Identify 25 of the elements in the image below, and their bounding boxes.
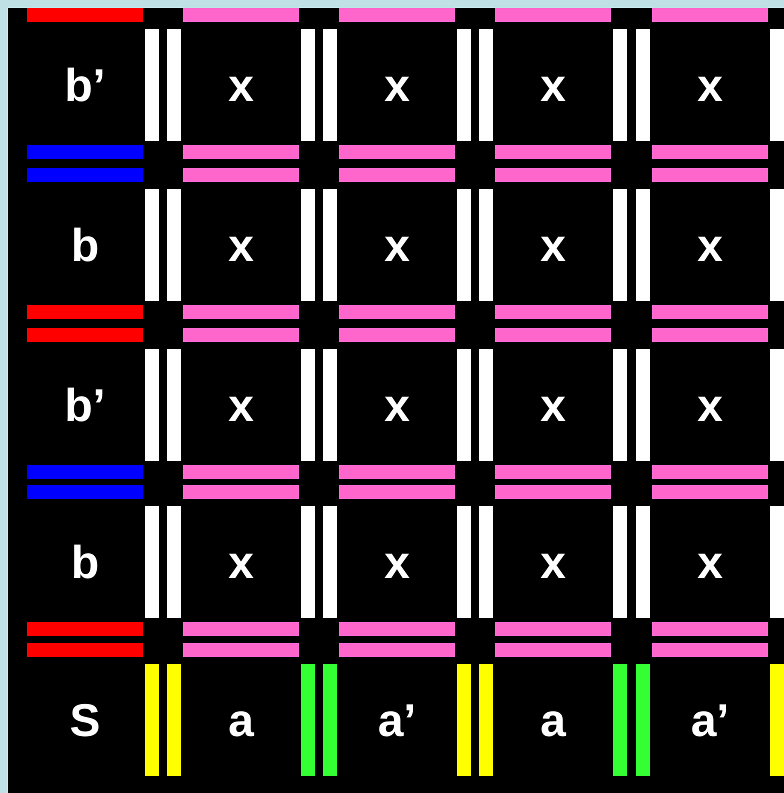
tile-label: x [697, 222, 723, 268]
tile-label: a [540, 697, 566, 743]
tile-label: x [228, 382, 254, 428]
tile-label: x [697, 62, 723, 108]
tile-label: b [70, 222, 100, 268]
tile-label: x [540, 222, 566, 268]
tile-label: b [70, 539, 100, 585]
tile-label: x [384, 539, 410, 585]
tile-label: x [540, 382, 566, 428]
tile-label: x [228, 62, 254, 108]
tile-label: x [384, 222, 410, 268]
tile-label: b’ [64, 382, 106, 428]
tile-label: a’ [378, 697, 416, 743]
tile-label: x [384, 62, 410, 108]
tile-label: x [540, 62, 566, 108]
tile-label: a [228, 697, 254, 743]
tile-label: b’ [64, 62, 106, 108]
tile-label: x [540, 539, 566, 585]
tile-label: x [697, 539, 723, 585]
tile-label: a’ [690, 697, 730, 743]
tile-label: x [697, 382, 723, 428]
tile-label: x [228, 539, 254, 585]
tile-label: x [384, 382, 410, 428]
tile-label: S [70, 697, 100, 743]
tile-label: x [228, 222, 254, 268]
